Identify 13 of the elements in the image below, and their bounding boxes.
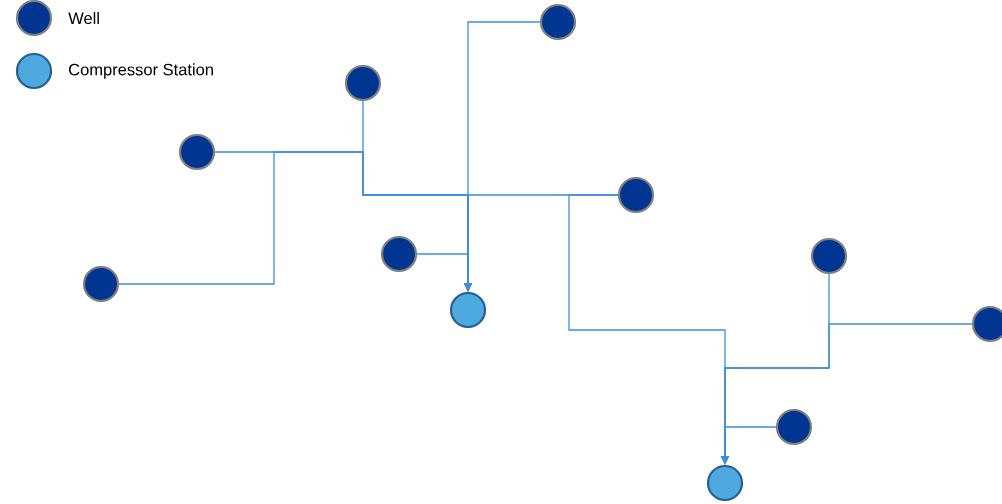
well-circle (617, 176, 655, 214)
compressor-station-circle (449, 291, 487, 329)
compressor-station-circle (706, 464, 744, 502)
legend-label: Compressor Station (69, 63, 213, 79)
well-circle (344, 64, 382, 102)
well-circle (380, 235, 418, 273)
well-circle (82, 265, 120, 303)
well-circle (971, 305, 1002, 343)
legend-label: Well (68, 11, 99, 25)
well-circle (178, 133, 216, 171)
well-circle (539, 3, 577, 41)
well-circle (775, 408, 813, 446)
well-circle (810, 237, 848, 275)
